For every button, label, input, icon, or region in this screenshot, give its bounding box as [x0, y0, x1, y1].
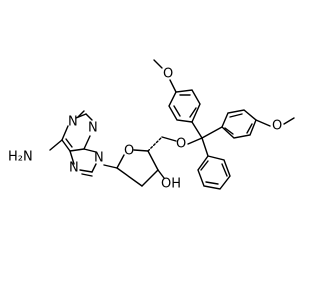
bond-o5-ctrityl — [187, 137, 203, 145]
n7-label: N — [69, 161, 79, 176]
phenyl-ring — [197, 155, 231, 190]
ring2-inner-b — [246, 123, 253, 134]
n1-label: N — [68, 115, 78, 130]
bond-o4-c4 — [133, 149, 149, 152]
n9-label: N — [94, 151, 104, 166]
bond-n1-c2-double — [77, 110, 85, 118]
bond-c4-c3 — [147, 150, 159, 171]
adenine-base — [49, 110, 97, 177]
bond-c4-c5-hashed — [147, 136, 163, 152]
methoxy-oxygen-right-label: O — [272, 119, 282, 134]
nh2-label: H₂N — [8, 150, 33, 165]
bond-ctrityl-ring3 — [201, 137, 209, 157]
bond-n7-c8-double — [81, 173, 93, 177]
bond-ome-me-right — [283, 117, 295, 125]
bond-c3-oh — [157, 169, 165, 179]
ring2-inner-c — [224, 127, 234, 135]
bond-ring2-ome — [255, 119, 271, 127]
structure-diagram: H₂N N N N N O O OH O O — [8, 59, 295, 192]
bond-c6-n1 — [61, 125, 69, 141]
bond-ring1-ome — [169, 79, 177, 93]
bond-c3-c2 — [141, 169, 159, 187]
ring1-inner-a — [173, 105, 181, 117]
ring3-inner-c — [200, 160, 209, 171]
deoxyribose-ring — [116, 136, 177, 187]
ring3-inner-b — [205, 181, 219, 185]
bond-ome-me-top — [153, 59, 163, 69]
methoxy-oxygen-top-label: O — [163, 67, 173, 82]
molecule-structure: H₂N N N N N O O OH O O — [8, 59, 295, 192]
bond-ctrityl-ring1 — [191, 121, 203, 139]
dmt-group — [153, 59, 295, 190]
bond-c8-n9 — [91, 163, 97, 173]
bond-ctrityl-ring2 — [201, 126, 223, 139]
bond-c5-o5 — [161, 136, 177, 142]
bond-c5-n7 — [69, 150, 75, 165]
ring-oxygen-label: O — [124, 144, 134, 159]
bond-c1-o4 — [116, 154, 125, 169]
bond-c2-n3 — [85, 113, 93, 121]
ring2-inner-a — [229, 113, 243, 118]
n3-label: N — [88, 121, 98, 136]
bond-c5-c6-double — [65, 138, 73, 148]
bond-n3-c4 — [83, 135, 91, 150]
bond-n9-c1prime — [103, 164, 118, 169]
bond-c6-nh2 — [49, 139, 63, 151]
bond-c5-c6 — [61, 139, 71, 152]
ring3-inner-a — [221, 163, 228, 177]
bond-c4-c5 — [69, 148, 85, 152]
ether-oxygen-label: O — [176, 137, 186, 152]
hydroxyl-label: OH — [161, 177, 181, 192]
bond-n9-c4 — [83, 148, 97, 153]
bond-c2-c1 — [116, 167, 143, 187]
bond-n7-c8 — [79, 169, 93, 173]
ring1-inner-c — [189, 107, 197, 118]
